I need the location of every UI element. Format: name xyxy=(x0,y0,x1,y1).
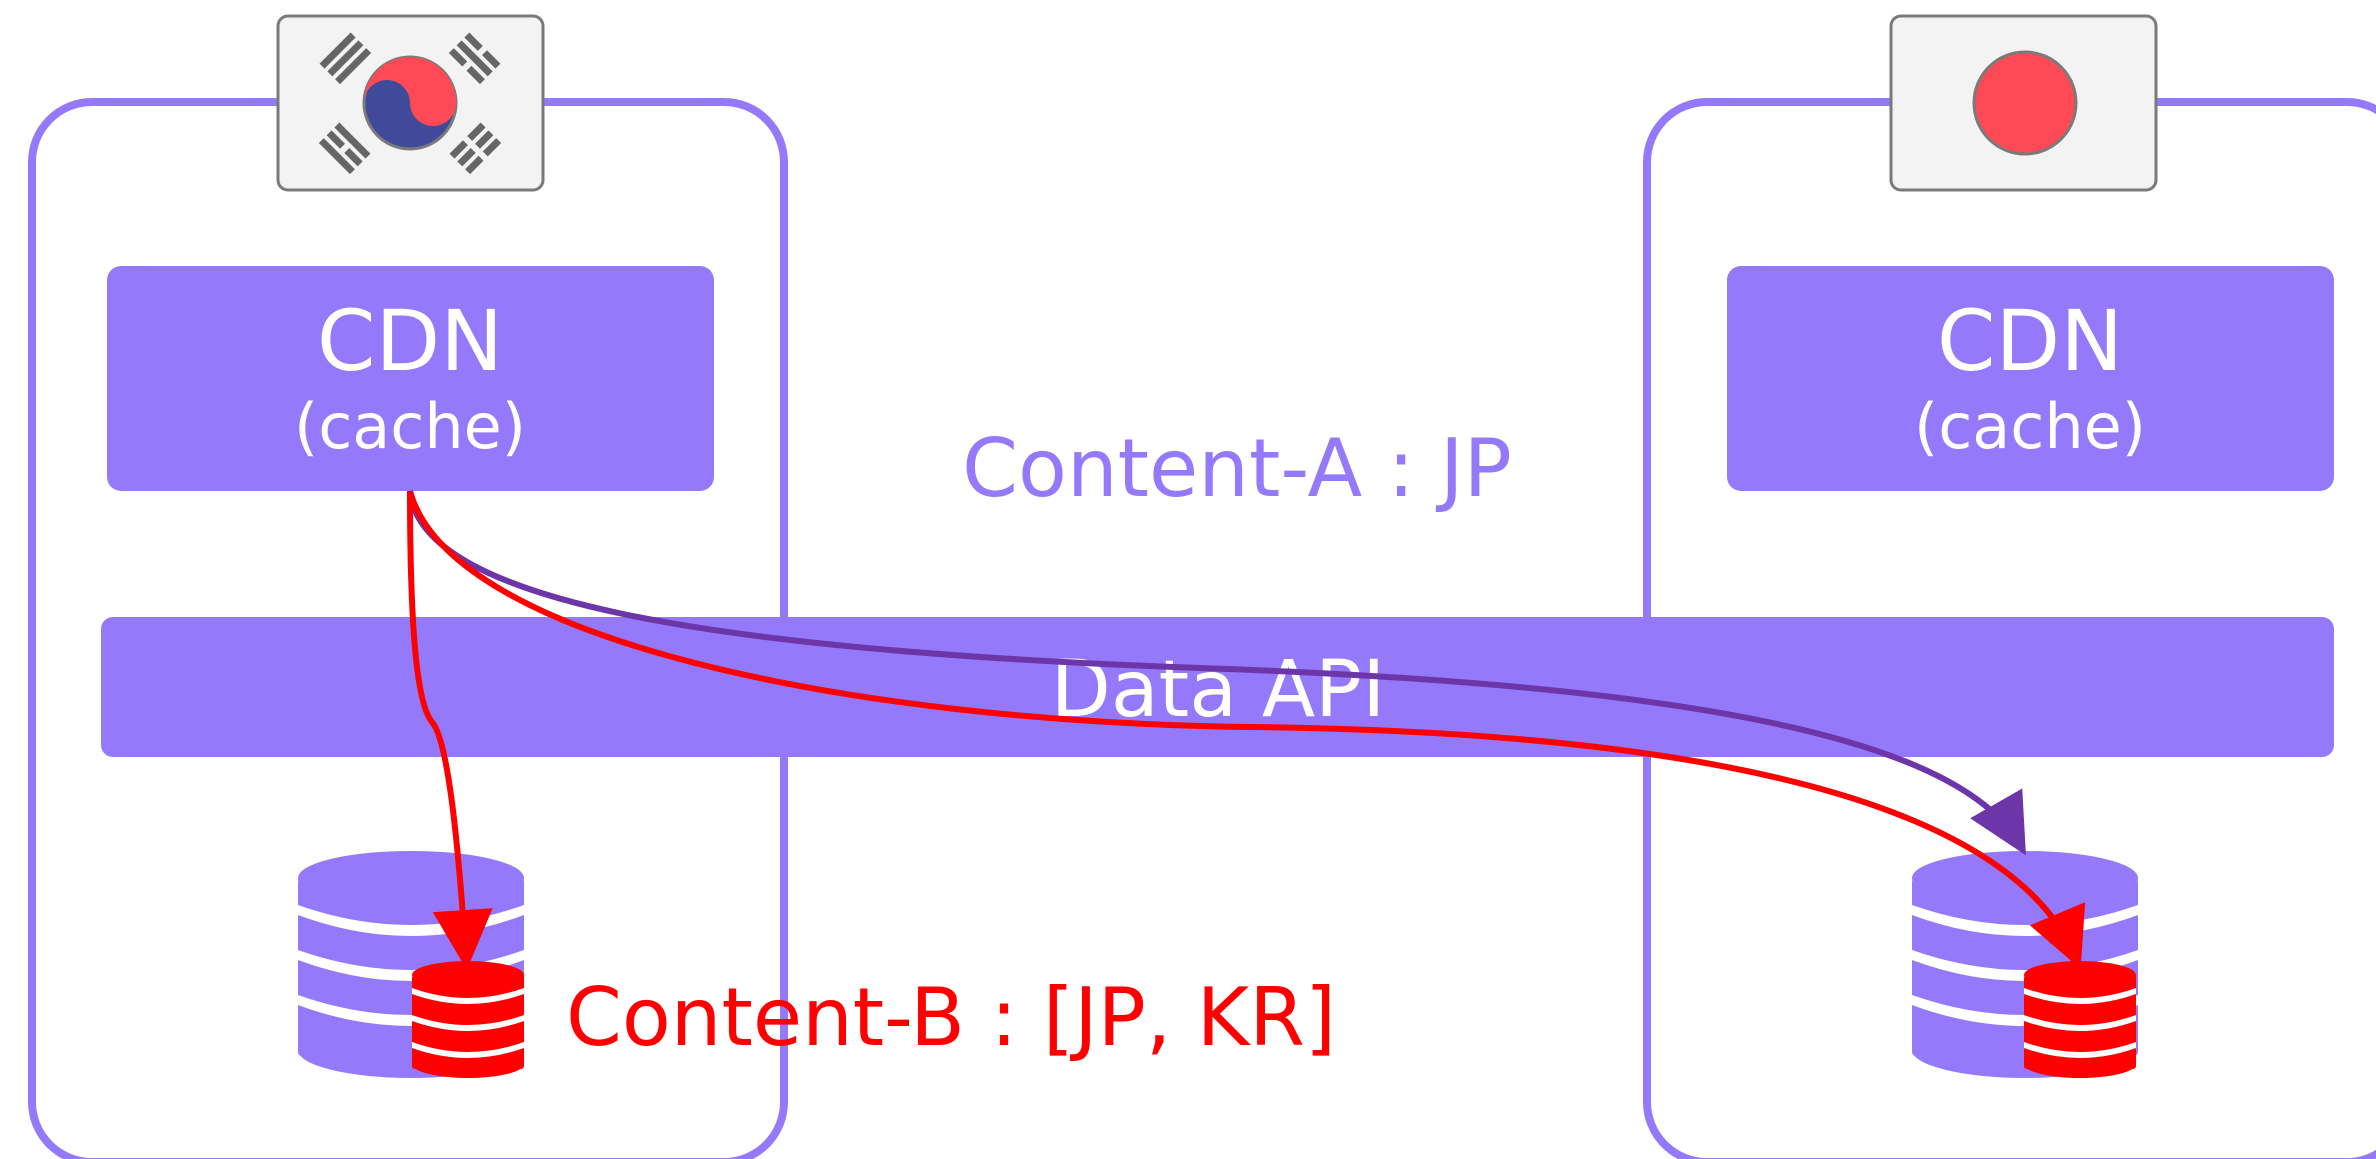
content-b-label: Content-B : [JP, KR] xyxy=(566,971,1336,1064)
content-b-japan-route-arrow xyxy=(407,490,2086,970)
japan-content-b-shard-icon xyxy=(2024,961,2136,1078)
japan-flag-icon xyxy=(1889,14,2158,192)
content-a-route-arrow xyxy=(407,490,2026,856)
japan-cdn-title: CDN xyxy=(1937,292,2123,390)
korea-content-b-shard-icon xyxy=(412,961,524,1078)
japan-cdn-subtitle: (cache) xyxy=(1914,390,2146,463)
content-a-label: Content-A : JP xyxy=(962,422,1512,515)
content-b-local-route-arrow xyxy=(407,490,493,970)
korea-cdn-title: CDN xyxy=(317,292,503,390)
korea-cdn-subtitle: (cache) xyxy=(294,390,526,463)
south-korea-flag-icon xyxy=(276,14,545,192)
japan-cdn-box: CDN (cache) xyxy=(1727,266,2334,491)
korea-cdn-box: CDN (cache) xyxy=(107,266,714,491)
